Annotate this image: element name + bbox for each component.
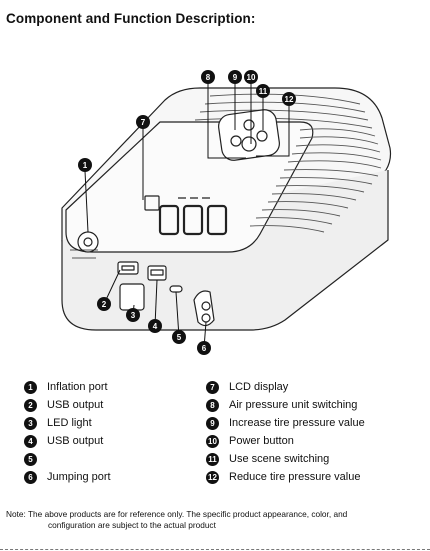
note-line-2: configuration are subject to the actual … bbox=[6, 520, 426, 531]
legend-item-9: 9 Increase tire pressure value bbox=[206, 415, 365, 431]
legend-badge: 1 bbox=[24, 381, 37, 394]
legend-label: Power button bbox=[229, 435, 294, 447]
usb-port-1 bbox=[118, 262, 138, 274]
callout-1: 1 bbox=[78, 158, 92, 172]
legend-label: Reduce tire pressure value bbox=[229, 471, 360, 483]
led-light bbox=[120, 284, 144, 310]
svg-text:7: 7 bbox=[141, 118, 146, 127]
svg-text:8: 8 bbox=[206, 73, 211, 82]
legend-label: Inflation port bbox=[47, 381, 108, 393]
inflation-port bbox=[78, 232, 98, 252]
svg-text:12: 12 bbox=[285, 95, 294, 104]
legend-item-3: 3 LED light bbox=[24, 415, 92, 431]
legend-label: LCD display bbox=[229, 381, 288, 393]
callout-10: 10 bbox=[244, 70, 258, 84]
device-diagram: 1 2 3 4 5 6 7 8 9 10 11 12 bbox=[0, 0, 430, 372]
callout-8: 8 bbox=[201, 70, 215, 84]
callout-12: 12 bbox=[282, 92, 296, 106]
svg-text:3: 3 bbox=[131, 311, 136, 320]
legend-label: Increase tire pressure value bbox=[229, 417, 365, 429]
legend-item-8: 8 Air pressure unit switching bbox=[206, 397, 357, 413]
legend-label: Use scene switching bbox=[229, 453, 329, 465]
legend-item-4: 4 USB output bbox=[24, 433, 103, 449]
control-buttons bbox=[217, 108, 281, 162]
legend-badge: 11 bbox=[206, 453, 219, 466]
svg-text:5: 5 bbox=[177, 333, 182, 342]
page-divider bbox=[0, 549, 430, 550]
svg-text:1: 1 bbox=[83, 161, 88, 170]
legend-item-11: 11 Use scene switching bbox=[206, 451, 329, 467]
svg-text:6: 6 bbox=[202, 344, 207, 353]
legend-label: USB output bbox=[47, 435, 103, 447]
legend-badge: 8 bbox=[206, 399, 219, 412]
legend-item-6: 6 Jumping port bbox=[24, 469, 111, 485]
legend-item-2: 2 USB output bbox=[24, 397, 103, 413]
disclaimer-note: Note: The above products are for referen… bbox=[6, 509, 426, 531]
legend-item-10: 10 Power button bbox=[206, 433, 294, 449]
svg-text:4: 4 bbox=[153, 322, 158, 331]
callout-6: 6 bbox=[197, 341, 211, 355]
svg-text:11: 11 bbox=[259, 87, 268, 96]
legend-item-7: 7 LCD display bbox=[206, 379, 288, 395]
legend-label: Jumping port bbox=[47, 471, 111, 483]
legend-item-5: 5 bbox=[24, 451, 47, 467]
legend-badge: 6 bbox=[24, 471, 37, 484]
legend-badge: 9 bbox=[206, 417, 219, 430]
note-line-1: Note: The above products are for referen… bbox=[6, 509, 347, 519]
legend-item-12: 12 Reduce tire pressure value bbox=[206, 469, 360, 485]
callout-3: 3 bbox=[126, 308, 140, 322]
legend-badge: 10 bbox=[206, 435, 219, 448]
legend-label: LED light bbox=[47, 417, 92, 429]
legend-badge: 4 bbox=[24, 435, 37, 448]
callout-2: 2 bbox=[97, 297, 111, 311]
legend-badge: 2 bbox=[24, 399, 37, 412]
callout-5: 5 bbox=[172, 330, 186, 344]
legend-badge: 12 bbox=[206, 471, 219, 484]
svg-text:2: 2 bbox=[102, 300, 107, 309]
callout-7: 7 bbox=[136, 115, 150, 129]
legend-label: USB output bbox=[47, 399, 103, 411]
legend-badge: 7 bbox=[206, 381, 219, 394]
legend-badge: 5 bbox=[24, 453, 37, 466]
type-c-port bbox=[170, 286, 182, 292]
legend-label: Air pressure unit switching bbox=[229, 399, 357, 411]
callout-4: 4 bbox=[148, 319, 162, 333]
callout-9: 9 bbox=[228, 70, 242, 84]
svg-text:10: 10 bbox=[247, 73, 256, 82]
callout-11: 11 bbox=[256, 84, 270, 98]
svg-text:9: 9 bbox=[233, 73, 238, 82]
legend-item-1: 1 Inflation port bbox=[24, 379, 108, 395]
legend-badge: 3 bbox=[24, 417, 37, 430]
